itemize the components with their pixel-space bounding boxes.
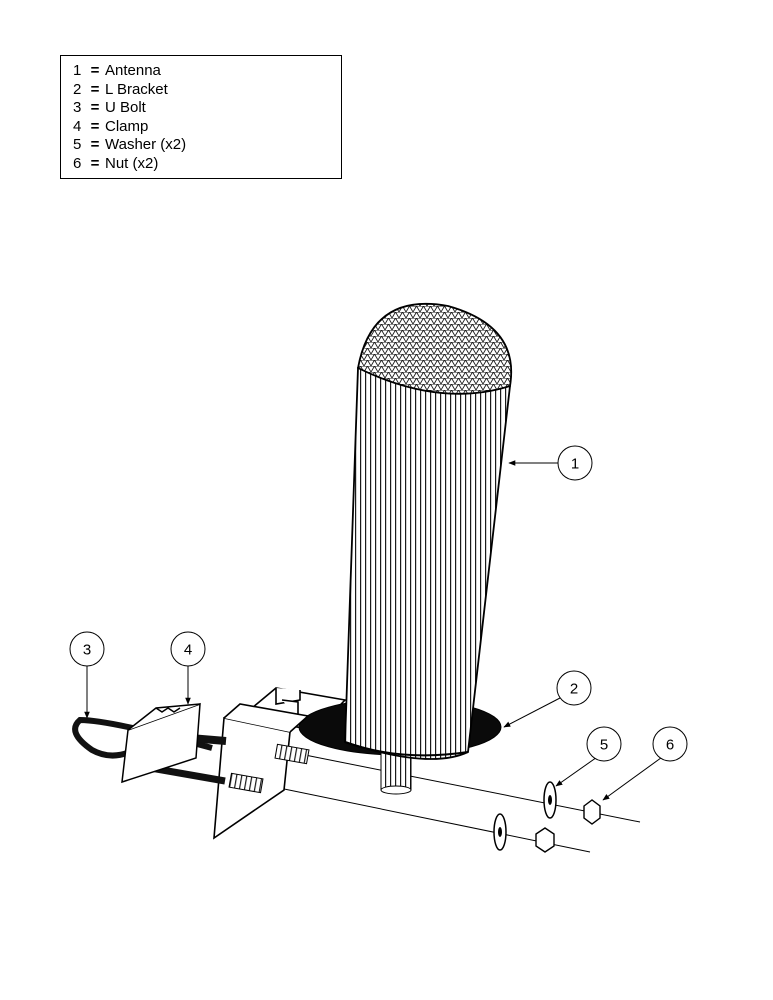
bolt-threads [228, 743, 310, 794]
legend-item-u-bolt: 3 = U Bolt [73, 99, 341, 118]
legend-number: 6 [73, 154, 82, 172]
antenna-body [344, 302, 512, 760]
legend-item-clamp: 4 = Clamp [73, 118, 341, 137]
callout-number: 2 [570, 681, 578, 698]
legend-item-washer: 5 = Washer (x2) [73, 136, 341, 155]
legend-number: 1 [73, 62, 82, 79]
callout-2: 2 [556, 670, 592, 706]
callout-number: 1 [571, 456, 579, 473]
bolt-axis-lines [254, 753, 641, 853]
callout-1: 1 [557, 445, 593, 481]
legend-equals: = [90, 62, 100, 79]
legend-equals: = [90, 99, 100, 116]
legend-number: 5 [73, 136, 82, 153]
legend-item-antenna: 1 = Antenna [73, 62, 341, 81]
callout-3: 3 [69, 631, 105, 667]
legend-item-nut: 6 = Nut (x2) [73, 155, 341, 174]
callout-number: 6 [666, 737, 674, 754]
legend-label: Antenna [105, 62, 161, 79]
clamp [121, 702, 201, 784]
callout-number: 4 [184, 642, 192, 659]
callout-number: 3 [83, 642, 91, 659]
callout-4: 4 [170, 631, 206, 667]
legend-equals: = [90, 136, 100, 153]
parts-legend: 1 = Antenna 2 = L Bracket 3 = U Bolt 4 = Clamp 5… [60, 55, 342, 179]
legend-equals: = [90, 80, 100, 98]
legend-label: U Bolt [105, 99, 146, 116]
callout-5: 5 [586, 726, 622, 762]
legend-number: 2 [73, 80, 82, 98]
nuts [535, 799, 601, 853]
legend-equals: = [90, 154, 100, 172]
legend-number: 3 [73, 99, 82, 116]
legend-label: L Bracket [105, 80, 168, 98]
callout-number: 5 [600, 737, 608, 754]
leader-lines [84, 460, 666, 801]
legend-equals: = [90, 117, 100, 135]
l-bracket-vertical-plate [213, 703, 310, 840]
legend-label: Washer (x2) [105, 136, 187, 153]
legend-number: 4 [73, 117, 82, 135]
legend-label: Clamp [105, 117, 149, 135]
legend-label: Nut (x2) [105, 154, 159, 172]
legend-item-l-bracket: 2 = L Bracket [73, 81, 341, 100]
callout-6: 6 [652, 726, 688, 762]
washers [493, 781, 557, 851]
